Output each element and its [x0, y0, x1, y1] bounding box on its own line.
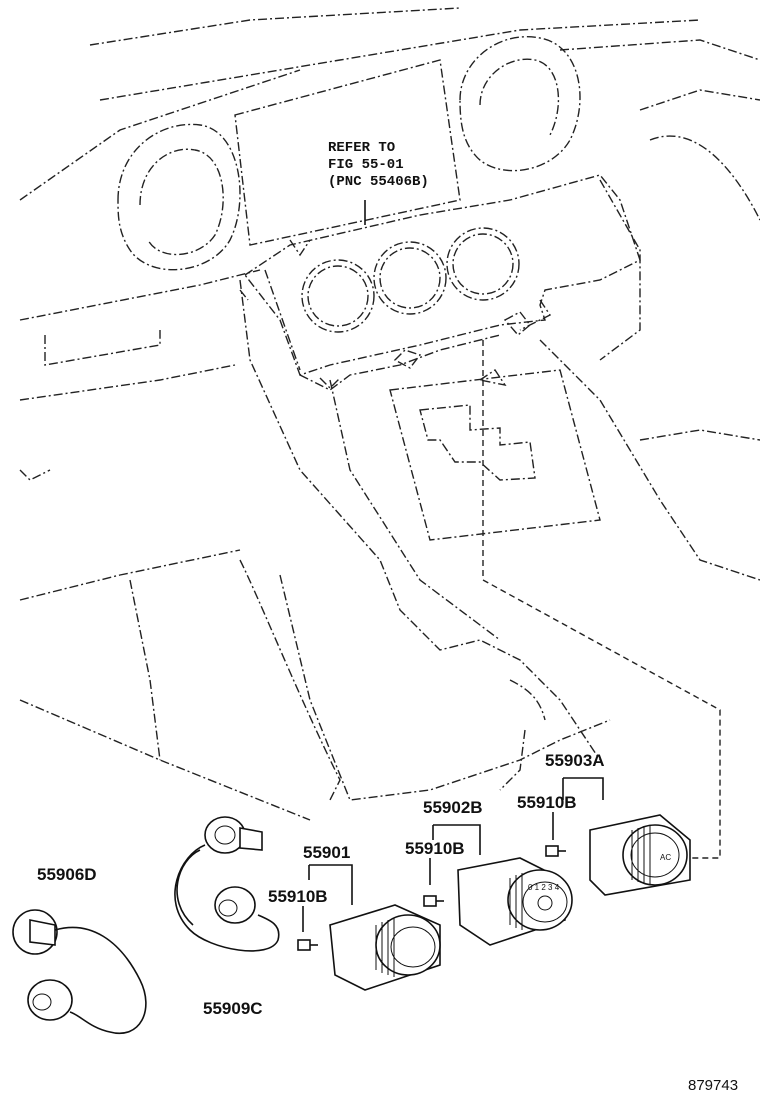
- bulb-harness-55906D: [12, 909, 147, 1035]
- heater-control-bezel: [239, 174, 641, 391]
- figure-number: 879743: [688, 1077, 739, 1094]
- knob-55901: [329, 904, 441, 991]
- leader-dashed: [482, 340, 721, 859]
- label-55902B: 55902B: [423, 798, 483, 817]
- label-55906D: 55906D: [37, 865, 97, 884]
- knob-ac-text: AC: [660, 853, 671, 862]
- label-55903A: 55903A: [545, 751, 605, 770]
- label-55909C: 55909C: [203, 999, 263, 1018]
- knob-55903A: AC: [589, 814, 691, 896]
- bulb-harness-55909C: [174, 816, 280, 952]
- label-55901: 55901: [303, 843, 351, 862]
- knob-55902B: 0 1 2 3 4: [457, 857, 573, 946]
- reference-note: REFER TO FIG 55-01 (PNC 55406B): [328, 140, 429, 191]
- label-55910B-right: 55910B: [517, 793, 577, 812]
- label-55910B-mid: 55910B: [405, 839, 465, 858]
- reference-note-line1: REFER TO: [328, 140, 396, 156]
- label-55910B-left: 55910B: [268, 887, 328, 906]
- reference-note-line3: (PNC 55406B): [328, 174, 429, 191]
- reference-note-line2: FIG 55-01: [328, 157, 404, 174]
- screw-middle: [423, 895, 444, 907]
- dashboard-outline: [19, 7, 760, 821]
- screw-right: [545, 845, 566, 857]
- screw-left: [297, 939, 318, 951]
- label-leaders: [302, 777, 604, 932]
- knob-fan-speeds-text: 0 1 2 3 4: [528, 883, 560, 892]
